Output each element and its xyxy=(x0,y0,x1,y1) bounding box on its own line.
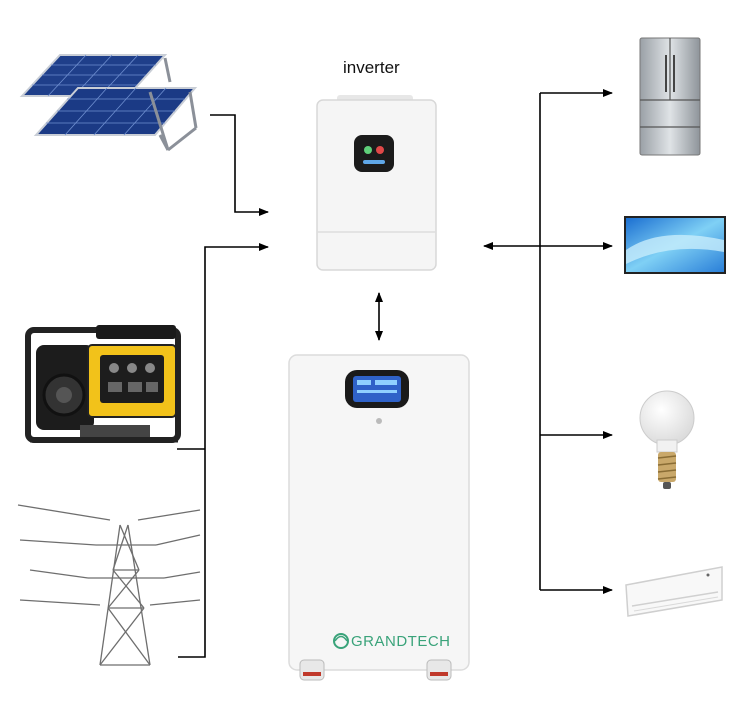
air-conditioner xyxy=(625,566,723,617)
inverter xyxy=(316,95,437,271)
refrigerator xyxy=(639,37,701,156)
generator xyxy=(25,325,181,443)
inverter-label: inverter xyxy=(343,58,400,77)
power-grid-tower xyxy=(17,504,201,666)
battery-brand-text: GRANDTECH xyxy=(351,633,451,650)
solar-panels xyxy=(19,54,198,152)
battery xyxy=(288,354,470,681)
sources-bus-line xyxy=(177,247,268,658)
light-bulb xyxy=(639,390,695,489)
solar-to-inverter-arrow xyxy=(210,114,269,216)
connector-lines xyxy=(177,89,613,658)
grandtech-logo-icon xyxy=(333,633,349,649)
television xyxy=(624,216,726,274)
